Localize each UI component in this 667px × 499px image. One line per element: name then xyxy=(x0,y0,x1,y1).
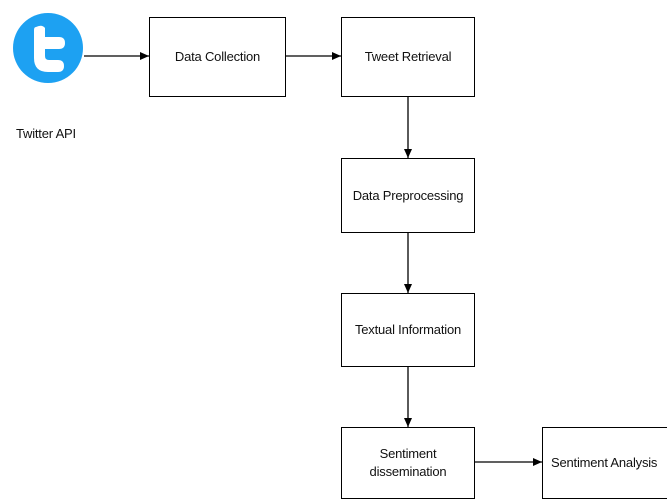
data-collection-label: Data Collection xyxy=(174,49,261,64)
data-collection-box: Data Collection xyxy=(149,17,286,97)
sentiment-dissemination-line-1: Sentiment xyxy=(379,446,437,461)
data-preprocessing-label: Data Preprocessing xyxy=(352,187,464,203)
sentiment-analysis-label: Sentiment Analysis xyxy=(551,455,658,470)
textual-information-box: Textual Information xyxy=(341,293,475,367)
sentiment-analysis-box: Sentiment Analysis xyxy=(542,427,667,499)
tweet-retrieval-label: Tweet Retrieval xyxy=(364,49,452,64)
twitter-bird-icon xyxy=(13,13,83,83)
data-preprocessing-box: Data Preprocessing xyxy=(341,158,475,233)
sentiment-dissemination-box: Sentiment dissemination xyxy=(341,427,475,499)
twitter-api-label: Twitter API xyxy=(16,126,76,141)
sentiment-dissemination-line-2: dissemination xyxy=(369,464,447,479)
tweet-retrieval-box: Tweet Retrieval xyxy=(341,17,475,97)
textual-information-label: Textual Information xyxy=(354,322,462,337)
sentiment-dissemination-label: Sentiment dissemination xyxy=(370,445,447,481)
